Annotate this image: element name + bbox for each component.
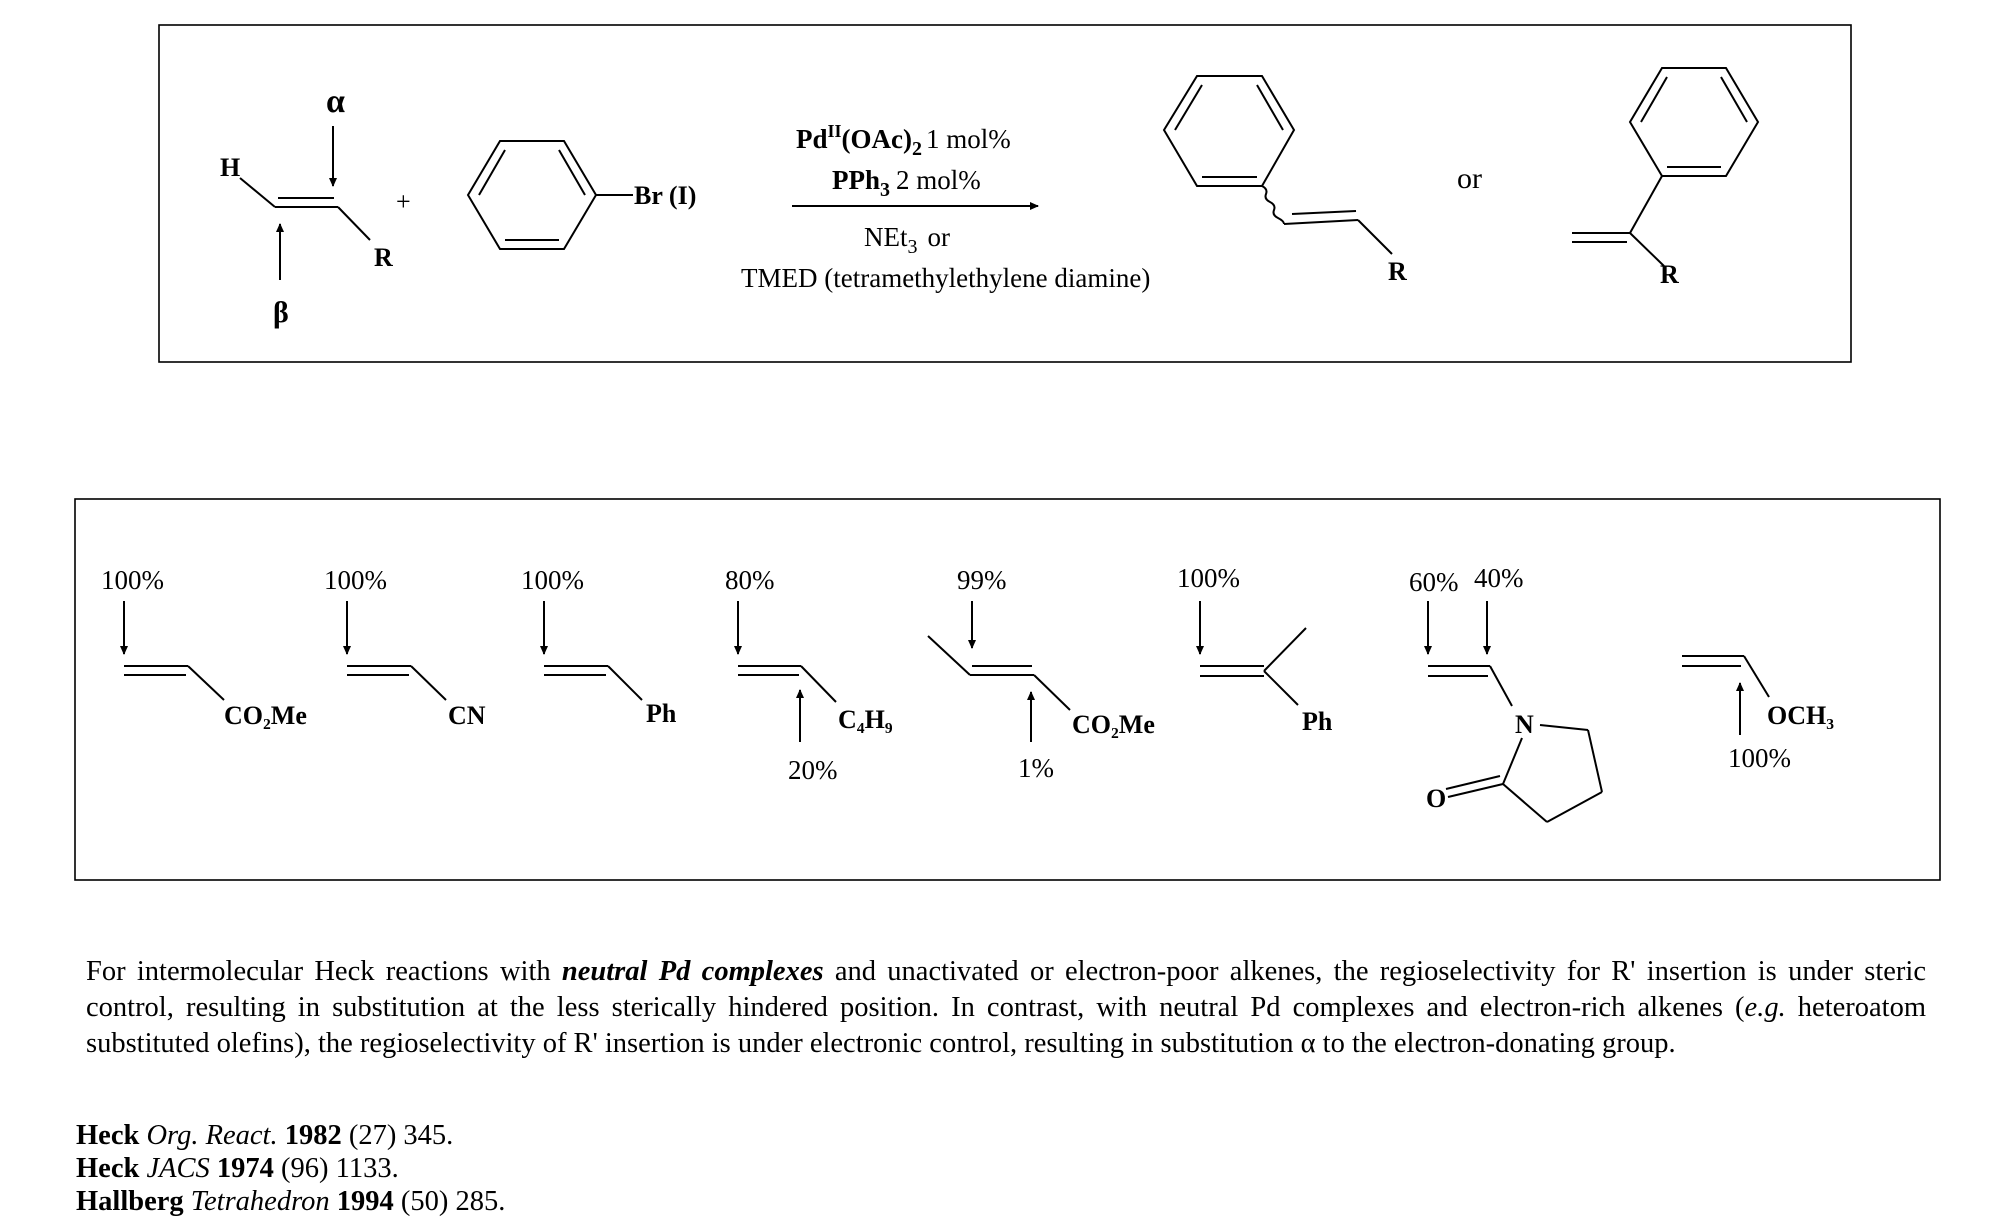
example-8-group: OCH₃: [1767, 701, 1834, 730]
tmed-line: TMED (tetramethylethylene diamine): [741, 263, 1150, 293]
plus-sign: +: [396, 187, 411, 216]
linear-product-r-label: R: [1388, 257, 1407, 286]
alkene-beta-label: β: [273, 296, 289, 329]
reference-item: Heck JACS 1974 (96) 1133.: [76, 1153, 399, 1184]
example-4-group: C₄H₉: [838, 705, 893, 734]
example-2-top-pct: 100%: [324, 565, 387, 595]
example-styrene: 100% Ph: [521, 565, 677, 728]
reaction-box: [158, 24, 1852, 363]
reference-item: Hallberg Tetrahedron 1994 (50) 285.: [76, 1186, 506, 1217]
example-4-bottom-pct: 20%: [788, 755, 838, 785]
example-6-group: Ph: [1302, 707, 1333, 736]
example-methylstyrene: 100% Ph: [1177, 563, 1333, 736]
example-7-n-label: N: [1515, 710, 1534, 739]
example-7-top-pct-a: 60%: [1409, 567, 1459, 597]
wavy-bond: [1261, 185, 1285, 225]
caption-eg: e.g.: [1744, 992, 1786, 1023]
example-5-group: CO₂Me: [1072, 710, 1155, 739]
example-3-group: Ph: [646, 699, 677, 728]
example-vinyl-ether: 100% OCH₃: [1682, 655, 1834, 773]
bromide-label: Br (I): [634, 181, 696, 210]
example-1-top-pct: 100%: [101, 565, 164, 595]
examples-box: [74, 498, 1941, 881]
aryl-bromide: Br (I): [466, 140, 696, 250]
example-5-top-pct: 99%: [957, 565, 1007, 595]
caption-text-3: heteroatom substituted olefins), the reg…: [86, 992, 1927, 1059]
example-7-o-label: O: [1426, 784, 1446, 813]
example-4-top-pct: 80%: [725, 565, 775, 595]
references-list: Heck Org. React. 1982 (27) 345. Heck JAC…: [76, 1119, 505, 1218]
example-8-bottom-pct: 100%: [1728, 743, 1791, 773]
example-5-bottom-pct: 1%: [1018, 753, 1054, 783]
branched-product-r-label: R: [1660, 260, 1679, 289]
example-methyl-acrylate: 100% CO₂Me: [101, 565, 307, 730]
example-6-top-pct: 100%: [1177, 563, 1240, 593]
reactant-alkene: H α β R: [220, 83, 393, 329]
example-3-top-pct: 100%: [521, 565, 584, 595]
explanation-paragraph: For intermolecular Heck reactions with n…: [86, 954, 1926, 1062]
linear-product: R: [1162, 75, 1407, 286]
example-acrylonitrile: 100% CN: [324, 565, 486, 730]
example-hexene: 80% 20% C₄H₉: [725, 565, 893, 785]
example-vinylpyrrolidone: 60% 40% N O: [1409, 563, 1603, 823]
branched-product: R: [1572, 67, 1760, 289]
reference-item: Heck Org. React. 1982 (27) 345.: [76, 1120, 454, 1151]
or-word: or: [1457, 162, 1482, 195]
caption-emphasis: neutral Pd complexes: [561, 956, 824, 987]
alkene-h-label: H: [220, 153, 240, 182]
example-1-group: CO₂Me: [224, 701, 307, 730]
example-methyl-crotonate: 99% 1% CO₂Me: [927, 565, 1155, 783]
caption-text-1: For intermolecular Heck reactions with: [86, 956, 562, 987]
example-7-top-pct-b: 40%: [1474, 563, 1524, 593]
caption-text-2: and unactivated or electron-poor alkenes…: [86, 956, 1926, 1023]
example-2-group: CN: [448, 701, 486, 730]
alkene-alpha-label: α: [326, 83, 345, 120]
alkene-r-label: R: [374, 243, 393, 272]
